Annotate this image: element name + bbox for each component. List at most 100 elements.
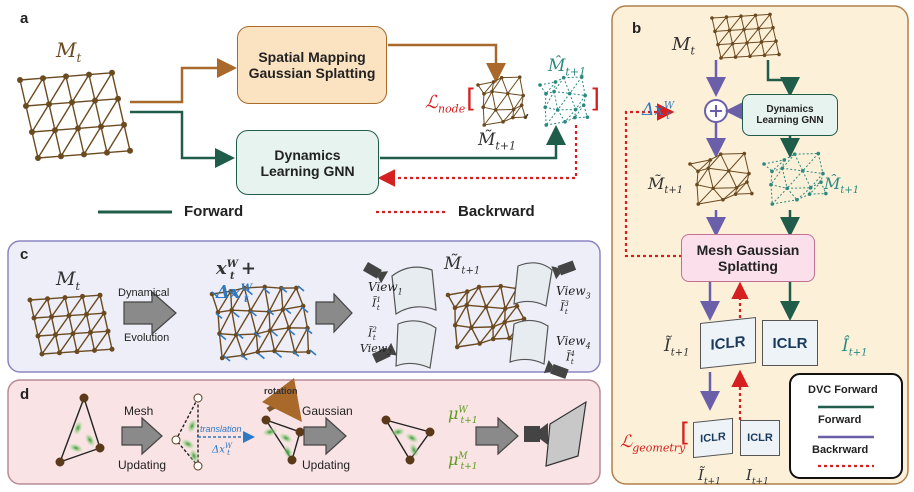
mesh-edge [485,306,494,328]
mesh-m-tilde-b [688,151,754,206]
label-mu-w: μWt+1 [448,404,478,427]
mesh-edge [48,101,73,105]
mesh-edge [94,72,113,101]
mesh-node [464,302,470,308]
displacement-vector [292,350,300,357]
label-m-hat-b: M̂t+1 [824,174,860,197]
mesh-node [255,349,261,355]
mesh-node [711,186,715,191]
mesh-edge [77,100,96,129]
mesh-edge [708,167,729,172]
mesh-edge [50,316,57,335]
mesh-edge [25,105,33,133]
mesh-edge [786,187,798,201]
mesh-edge [714,31,719,45]
arrow-backward-a [377,125,578,187]
gaussian-splat [187,419,197,433]
mesh-node [502,306,508,311]
mesh-edge [456,327,472,348]
mesh-node [718,152,723,156]
mesh-node [74,349,80,355]
label-view-2: View2 [360,342,392,358]
mesh-edge [749,41,762,57]
mesh-node [31,315,37,321]
mesh-edge [55,332,74,336]
block-arrow-d-2 [303,416,347,456]
mesh-edge [563,76,582,79]
mesh-node [756,26,761,31]
mesh-edge [123,124,131,151]
mesh-edge [698,199,724,205]
mesh-node [730,41,735,46]
mesh-edge [269,327,289,332]
mesh-node [46,101,52,108]
mesh-node [306,349,311,355]
mesh-edge [68,313,87,317]
mesh-edge [282,287,297,310]
mesh-edge [712,187,724,201]
mesh-edge [64,295,83,299]
displacement-vector [228,290,236,297]
mesh-edge [743,28,759,31]
mesh-node [490,336,496,342]
mesh-edge [722,187,737,201]
mesh-node [706,166,711,171]
mesh-edge [809,181,822,195]
mesh-node [748,54,752,58]
mesh-edge [88,72,113,76]
mesh-node [695,182,699,187]
mesh-node [493,108,498,112]
legend-dvc-label: DVC Forward [808,384,878,396]
mesh-node [769,182,773,187]
camera-2-icon [372,342,398,364]
mesh-edge [37,155,62,159]
label-gaussian: Gaussian [302,404,353,418]
iclr-card-small-gt: ICLR [740,420,780,456]
camera-3-icon [551,260,577,280]
gaussian-splat [73,421,83,435]
mesh-node [242,285,247,291]
mesh-edge [257,350,275,353]
mesh-node [514,303,520,309]
mesh-node [127,147,133,154]
rendered-view-sheet [513,262,553,307]
label-m-tilde-b: M̃t+1 [648,174,684,197]
mesh-edge [729,15,742,31]
loss-geometry-bracket-open: [ [680,418,691,448]
mesh-edge [221,334,237,359]
camera-4-icon [543,360,569,379]
mesh-node [696,169,700,174]
mesh-node [491,80,496,84]
mesh-edge [755,15,759,29]
label-m-tilde-c: M̃t+1 [444,254,481,277]
mesh-node [502,320,507,325]
mesh-node [543,105,548,109]
mesh-edge [746,42,751,57]
displacement-vector [301,306,309,313]
mesh-edge [504,322,511,339]
label-view-4: View4 [556,334,591,351]
mesh-edge [65,76,73,103]
label-mesh: Mesh [124,404,154,418]
mesh-node [92,347,97,353]
mesh-edge [493,337,510,340]
mesh-edge [295,287,304,307]
mesh-node [482,92,486,96]
mesh-edge [42,75,67,79]
gaussian-splat [181,439,195,449]
label-m-hat-a: M̂t+1 [548,56,587,79]
mesh-edge [54,334,61,353]
mesh-node [52,127,58,134]
mesh-m-t-a [17,69,133,161]
mesh-edge [60,128,79,157]
mesh-edge [544,91,555,108]
mesh-edge [763,159,785,165]
mesh-edge [269,330,276,352]
mesh-edge [77,125,102,130]
mesh-edge [288,327,296,353]
displacement-vector [236,332,244,340]
mesh-edge [31,131,39,159]
mesh-edge [726,15,742,18]
mesh-node [29,129,35,135]
